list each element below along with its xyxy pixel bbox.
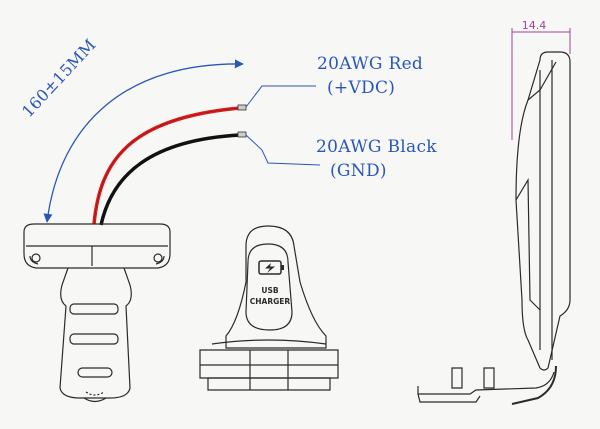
black-wire-sublabel: (GND) bbox=[330, 161, 387, 181]
black-wire bbox=[99, 133, 241, 226]
red-wire-label: 20AWG Red bbox=[317, 54, 424, 74]
charger-front-view bbox=[23, 223, 171, 403]
charger-side-view bbox=[417, 51, 571, 403]
product-label-line1: USB bbox=[261, 286, 278, 295]
black-wire-tip bbox=[237, 131, 247, 138]
thickness-dimension bbox=[511, 28, 571, 140]
battery-charge-icon bbox=[258, 260, 284, 275]
red-wire-leader bbox=[245, 85, 316, 108]
product-label-line2: CHARGER bbox=[250, 297, 291, 306]
charger-label-view bbox=[199, 225, 339, 391]
length-dimension-arc bbox=[43, 59, 244, 223]
red-wire bbox=[92, 106, 241, 225]
thickness-value: 14.4 bbox=[522, 19, 547, 32]
red-wire-tip bbox=[237, 104, 247, 111]
red-wire-sublabel: (+VDC) bbox=[327, 78, 396, 98]
side-cable bbox=[511, 365, 557, 405]
black-wire-label: 20AWG Black bbox=[316, 137, 437, 157]
black-wire-leader bbox=[245, 134, 321, 166]
